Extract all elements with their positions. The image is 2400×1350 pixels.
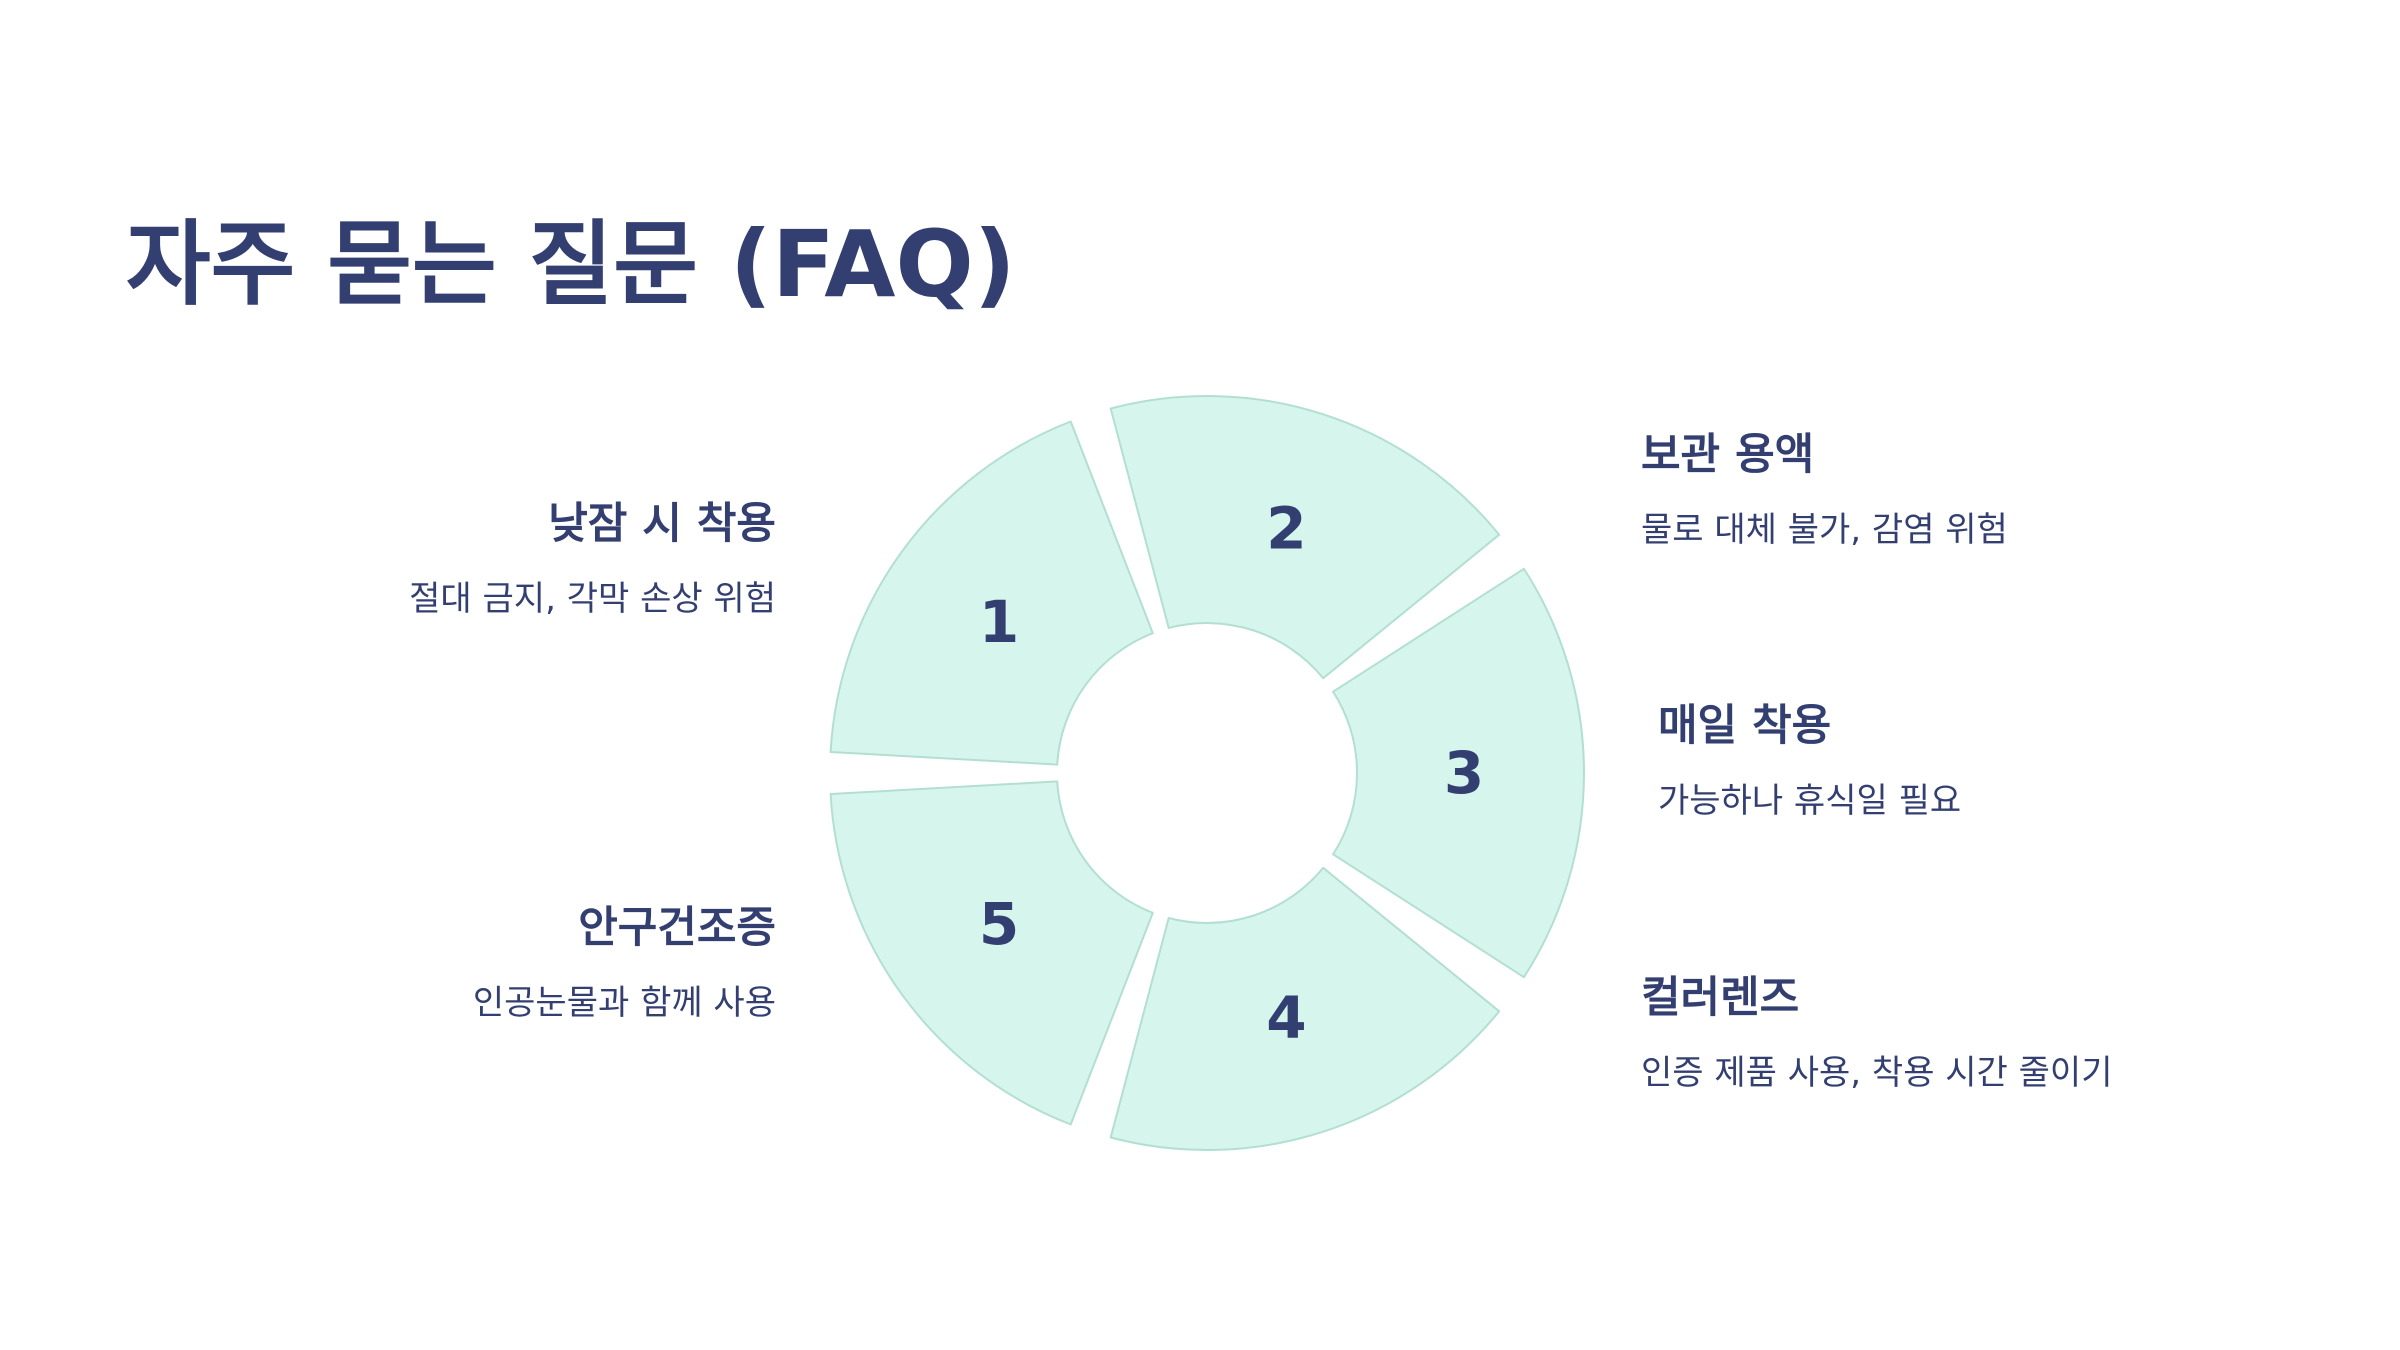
callout-4-description: 인증 제품 사용, 착용 시간 줄이기	[1641, 1053, 2113, 1093]
callout-5-title: 안구건조증	[578, 903, 776, 953]
segment-number-2: 2	[1266, 495, 1306, 563]
segment-number-1: 1	[979, 588, 1019, 656]
callout-4: 컬러렌즈 인증 제품 사용, 착용 시간 줄이기	[1641, 970, 2161, 1096]
ring-segment-4	[1109, 866, 1501, 1152]
segment-number-3: 3	[1444, 739, 1484, 807]
callout-2: 보관 용액 물로 대체 불가, 감염 위험	[1641, 427, 2161, 553]
callout-5: 안구건조증 인공눈물과 함께 사용	[256, 900, 776, 1026]
ring-segment-3	[1332, 567, 1585, 979]
callout-1-title: 낮잠 시 착용	[548, 499, 776, 549]
number-layer: 1 2 3 4 5	[979, 495, 1484, 1052]
callout-1-description: 절대 금지, 각막 손상 위험	[409, 579, 776, 619]
callout-2-description: 물로 대체 불가, 감염 위험	[1641, 510, 2008, 550]
callout-3-description: 가능하나 휴식일 필요	[1658, 781, 1962, 821]
callout-3-title: 매일 착용	[1658, 701, 1832, 751]
segment-layer	[829, 394, 1585, 1152]
ring-segment-2	[1109, 394, 1501, 680]
callout-4-title: 컬러렌즈	[1641, 973, 1800, 1023]
callout-1: 낮잠 시 착용 절대 금지, 각막 손상 위험	[256, 496, 776, 622]
callout-5-description: 인공눈물과 함께 사용	[472, 983, 776, 1023]
page-title: 자주 묻는 질문 (FAQ)	[126, 211, 1016, 318]
segment-number-4: 4	[1266, 983, 1306, 1051]
callout-3: 매일 착용 가능하나 휴식일 필요	[1658, 698, 2178, 824]
callout-2-title: 보관 용액	[1641, 430, 1815, 480]
ring-segment-1	[829, 420, 1154, 766]
ring-segment-5	[829, 780, 1154, 1126]
segment-number-5: 5	[979, 890, 1019, 958]
